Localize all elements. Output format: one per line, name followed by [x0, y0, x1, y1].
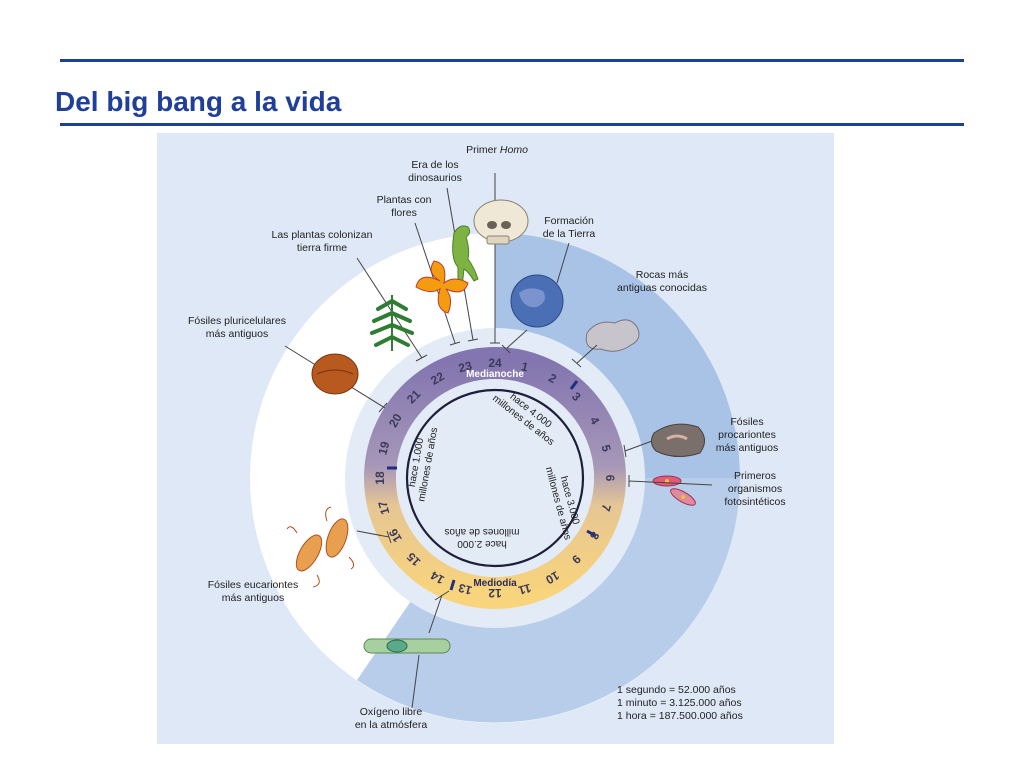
hour-1: 1	[520, 359, 530, 374]
formacion-label-1: Formación	[544, 215, 594, 227]
hour-5: 5	[598, 443, 613, 453]
shell-icon	[311, 353, 359, 395]
hour-18: 18	[373, 471, 387, 485]
hour-23: 23	[457, 358, 474, 375]
eucariontes-tick	[386, 530, 392, 544]
plantas-tierra-label-2: tierra firme	[297, 242, 347, 254]
flower-icon	[415, 260, 469, 314]
hour-22: 22	[428, 369, 447, 388]
oxigeno-label-1: Oxígeno libre	[360, 706, 423, 718]
pluricelulares-tick	[378, 402, 388, 413]
dinosaurios-label-2: dinosaurios	[408, 172, 462, 184]
skull-icon	[473, 199, 529, 245]
hour-24: 24	[488, 356, 502, 370]
filament-icon	[363, 638, 451, 654]
eucariontes-label-1: Fósiles eucariontes	[208, 579, 298, 591]
eukaryote-icon	[286, 506, 355, 588]
procariontes-label-1: Fósiles	[730, 416, 763, 428]
fotosinteticos-label-2: organismos	[728, 483, 782, 495]
fern-icon	[370, 295, 414, 351]
hour-11: 11	[517, 581, 533, 598]
plantas-tierra-tick	[415, 354, 428, 362]
cyanobacteria-icon	[652, 475, 696, 506]
eucariontes-label-2: más antiguos	[222, 592, 284, 604]
clock-center	[396, 379, 594, 577]
rocas-label-1: Rocas más	[636, 269, 689, 281]
hour-7: 7	[598, 503, 613, 513]
hour-19: 19	[375, 440, 392, 457]
primer-homo-label: Primer Homo	[466, 144, 528, 156]
slide-title: Del big bang a la vida	[55, 86, 342, 117]
pluricelulares-label-1: Fósiles pluricelulares	[188, 315, 286, 327]
hour-20: 20	[386, 411, 405, 430]
formacion-label-2: de la Tierra	[543, 228, 596, 240]
procariontes-label-2: procariontes	[718, 429, 776, 441]
midnight-label: Medianoche	[466, 369, 524, 380]
scale-line-3: 1 hora = 187.500.000 años	[617, 710, 743, 722]
eucariontes-leader	[356, 530, 390, 538]
svg-text:hace 2.000: hace 2.000	[457, 538, 507, 549]
formacion-leader	[556, 242, 570, 284]
hour-13: 13	[457, 581, 474, 598]
tick-2000	[449, 579, 456, 591]
plantas-tierra-leader	[356, 257, 423, 359]
procariontes-tick	[623, 444, 627, 458]
clock-band	[364, 347, 626, 609]
fotosinteticos-leader	[628, 480, 713, 486]
prokaryote-rock-icon	[650, 423, 705, 457]
oxigeno-leader-bottom	[411, 654, 420, 709]
pluricelulares-label-2: más antiguos	[206, 328, 268, 340]
procariontes-leader	[624, 440, 653, 452]
hour-10: 10	[543, 568, 562, 587]
plantas-flores-tick	[449, 341, 461, 346]
title-underline	[60, 123, 964, 126]
scale-line-1: 1 segundo = 52.000 años	[617, 684, 736, 696]
dinosaurios-label-1: Era de los	[411, 159, 458, 171]
dinosaurios-tick	[467, 338, 479, 342]
plantas-flores-label-2: flores	[391, 207, 417, 219]
plantas-flores-label-1: Plantas con	[377, 194, 432, 206]
rocas-tick	[571, 358, 582, 368]
rocas-leader	[576, 344, 598, 364]
rocas-label-2: antiguas conocidas	[617, 282, 707, 294]
hour-6: 6	[603, 475, 617, 482]
hour-17: 17	[375, 499, 392, 516]
hour-14: 14	[428, 568, 447, 587]
hour-16: 16	[386, 526, 405, 545]
svg-text:millones de años: millones de años	[444, 526, 519, 537]
fotosinteticos-label-3: fotosintéticos	[724, 496, 785, 508]
formacion-tick	[501, 329, 528, 354]
oxigeno-leader-top	[428, 594, 443, 634]
hour-12: 12	[488, 586, 502, 600]
plantas-tierra-label-1: Las plantas colonizan	[272, 229, 373, 241]
inner-ring-line	[405, 388, 585, 568]
fotosinteticos-label-1: Primeros	[734, 470, 776, 482]
tick-3000	[586, 529, 597, 538]
noon-label: Mediodía	[473, 578, 517, 589]
rocks-icon	[585, 319, 640, 352]
inner-label-2000: hace 2.000 millones de años	[444, 526, 519, 549]
scale-line-2: 1 minuto = 3.125.000 años	[617, 697, 742, 709]
procariontes-label-3: más antiguos	[716, 442, 778, 454]
top-rule	[60, 59, 964, 62]
tick-4000	[569, 380, 579, 390]
oxigeno-label-2: en la atmósfera	[355, 719, 428, 731]
